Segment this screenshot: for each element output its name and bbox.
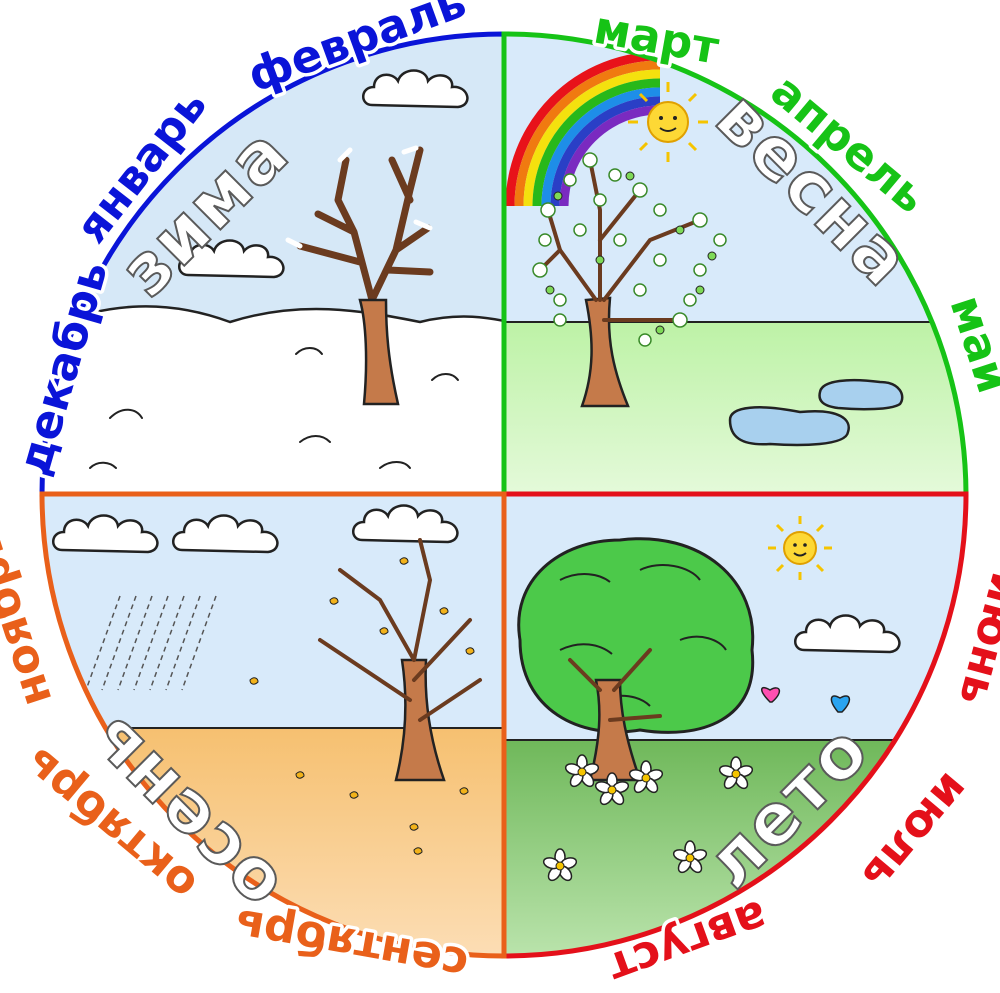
blossom-tree-icon — [532, 152, 727, 408]
leaf-icon — [439, 607, 449, 615]
leaf-icon — [459, 787, 469, 795]
sun-icon — [768, 516, 832, 580]
green-tree-icon — [517, 537, 755, 782]
spring-scene — [504, 34, 966, 494]
quadrant-borders — [39, 31, 969, 959]
leaf-icon — [249, 677, 259, 685]
leaf-icon — [295, 771, 305, 779]
leaf-icon — [379, 627, 389, 635]
leaf-icon — [409, 823, 419, 831]
bare-tree-icon — [285, 145, 434, 406]
month-label-july: июль — [852, 763, 980, 902]
leaf-icon — [465, 647, 475, 655]
winter-scene — [42, 34, 504, 494]
leaf-icon — [329, 597, 339, 605]
rainbow-icon — [505, 51, 661, 207]
puddle-icon — [728, 378, 904, 447]
rain-icon — [85, 595, 217, 691]
leaf-icon — [349, 791, 359, 799]
sun-icon — [628, 82, 708, 162]
autumn-tree-icon — [318, 538, 482, 782]
leaf-icon — [413, 847, 423, 855]
snow-drifts — [89, 347, 459, 469]
butterfly-icon — [761, 686, 851, 713]
leaf-icon — [399, 557, 409, 565]
